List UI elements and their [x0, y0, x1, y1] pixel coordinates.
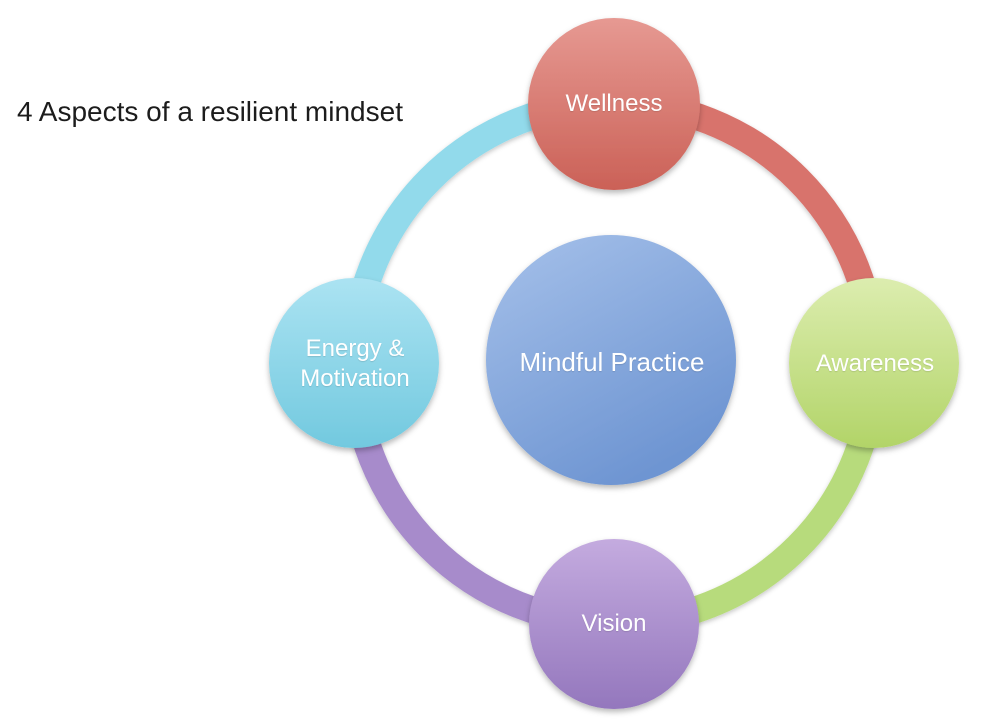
node-label-awareness: Awareness [815, 350, 935, 377]
page-title: 4 Aspects of a resilient mindset [17, 96, 403, 127]
node-circle-energy-motivation [269, 278, 439, 448]
node-circle-vision [529, 539, 699, 709]
node-label-wellness: Wellness [565, 90, 663, 117]
center-circle-mindful-practice [486, 235, 736, 485]
center-label-mindful-practice: Mindful Practice [519, 346, 705, 377]
node-circle-awareness [789, 278, 959, 448]
node-label-vision: Vision [581, 610, 647, 637]
node-label-energy-motivation: Energy & Motivation [300, 335, 410, 392]
node-circle-wellness [528, 18, 700, 190]
